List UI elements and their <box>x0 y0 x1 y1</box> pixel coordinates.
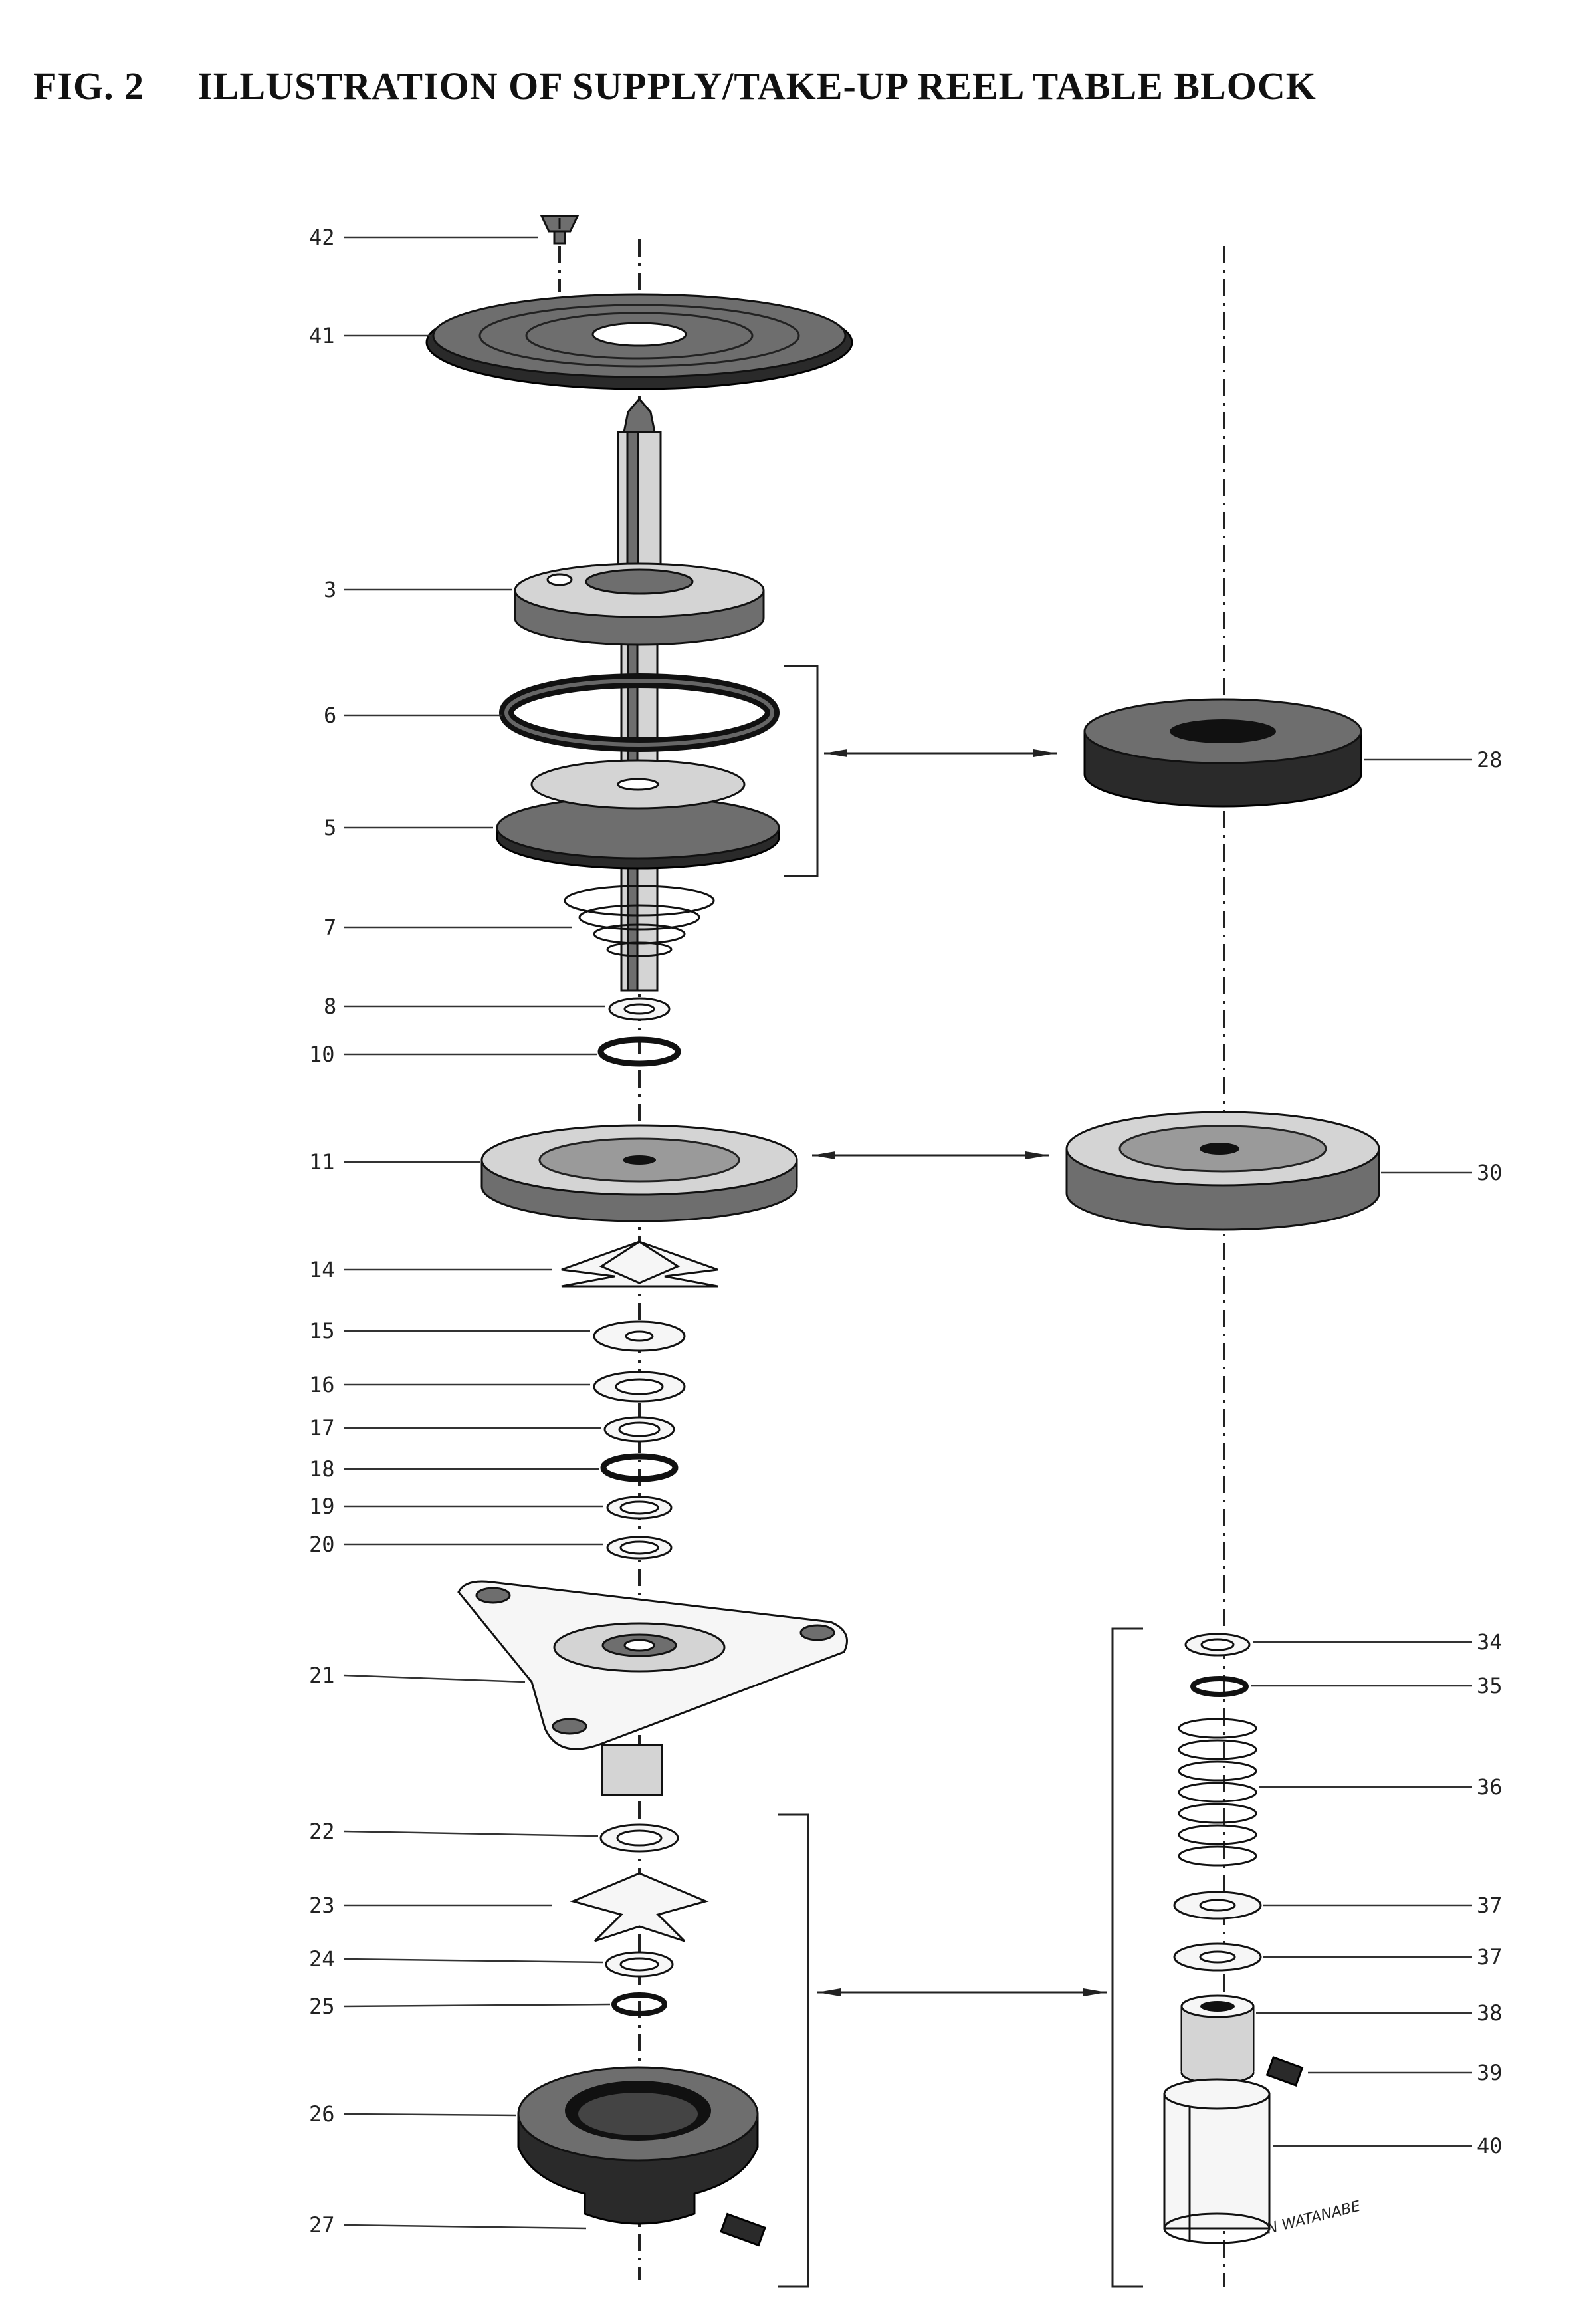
label-part-16: 16 <box>309 1372 335 1397</box>
part-8-washer <box>609 998 669 1020</box>
label-part-23: 23 <box>309 1893 335 1918</box>
label-part-35: 35 <box>1477 1673 1503 1698</box>
label-part-41: 41 <box>309 323 335 348</box>
label-part-19: 19 <box>309 1494 335 1519</box>
label-part-37-upper: 37 <box>1477 1893 1503 1918</box>
part-28-felt-pad <box>1085 699 1361 806</box>
label-part-42: 42 <box>309 225 335 250</box>
illustrator-signature: N WATANABE <box>1265 2198 1362 2238</box>
label-part-5: 5 <box>324 815 336 840</box>
label-part-11: 11 <box>309 1149 335 1175</box>
label-part-40: 40 <box>1477 2133 1503 2158</box>
label-part-39: 39 <box>1477 2060 1503 2085</box>
bracket-right <box>1113 1629 1143 2287</box>
part-34-washer <box>1186 1634 1249 1655</box>
spindle-shaft <box>618 399 661 990</box>
part-16-washer <box>594 1372 685 1401</box>
label-part-22: 22 <box>309 1819 335 1844</box>
label-part-17: 17 <box>309 1415 335 1441</box>
part-15-washer <box>594 1322 685 1351</box>
part-24-washer <box>606 1952 673 1976</box>
label-part-20: 20 <box>309 1532 335 1557</box>
part-14-star-washer <box>562 1242 718 1286</box>
part-19-washer <box>607 1497 671 1518</box>
label-part-27: 27 <box>309 2212 335 2238</box>
label-part-34: 34 <box>1477 1629 1503 1655</box>
label-part-7: 7 <box>324 915 336 940</box>
label-part-37-lower: 37 <box>1477 1944 1503 1970</box>
label-part-21: 21 <box>309 1663 335 1688</box>
part-42-screw <box>542 216 578 243</box>
part-41-reel-plate <box>427 294 852 389</box>
label-part-28: 28 <box>1477 747 1503 772</box>
equivalence-arrow-top <box>824 749 1057 757</box>
part-5-felt-disk <box>497 760 779 868</box>
part-39-set-screw <box>1267 2057 1303 2085</box>
equivalence-arrow-middle <box>812 1151 1049 1159</box>
part-37-washer-upper <box>1174 1892 1261 1918</box>
label-part-3: 3 <box>324 577 336 602</box>
bracket-lower-left <box>778 1815 808 2287</box>
label-part-36: 36 <box>1477 1774 1503 1800</box>
part-21-triangular-bracket <box>459 1581 847 1795</box>
label-part-18: 18 <box>309 1456 335 1482</box>
part-40-sleeve <box>1164 2079 1269 2243</box>
label-part-38: 38 <box>1477 2000 1503 2026</box>
part-20-washer <box>607 1537 671 1558</box>
label-part-26: 26 <box>309 2101 335 2127</box>
part-30-reel-table <box>1067 1112 1379 1230</box>
part-26-flange-hub <box>518 2067 758 2224</box>
part-23-star-washer <box>573 1873 706 1941</box>
part-36-coil-spring <box>1179 1719 1256 1865</box>
equivalence-arrow-bottom <box>817 1988 1107 1996</box>
bracket-upper-left <box>784 666 817 876</box>
label-part-8: 8 <box>324 994 336 1019</box>
part-3-gear-hub <box>515 564 764 645</box>
part-35-clip <box>1193 1679 1246 1694</box>
part-27-set-screw <box>721 2214 765 2246</box>
label-part-15: 15 <box>309 1318 335 1343</box>
part-22-washer <box>601 1825 678 1851</box>
part-11-reel-table <box>482 1125 797 1221</box>
leader-lines <box>344 237 1472 2228</box>
part-17-washer <box>605 1417 674 1441</box>
label-part-14: 14 <box>309 1257 335 1282</box>
label-part-25: 25 <box>309 1994 335 2019</box>
label-part-6: 6 <box>324 703 336 728</box>
part-38-collar <box>1182 1996 1253 2083</box>
label-part-30: 30 <box>1477 1160 1503 1185</box>
label-part-24: 24 <box>309 1946 335 1972</box>
label-part-10: 10 <box>309 1042 335 1067</box>
part-37-washer-lower <box>1174 1944 1261 1970</box>
